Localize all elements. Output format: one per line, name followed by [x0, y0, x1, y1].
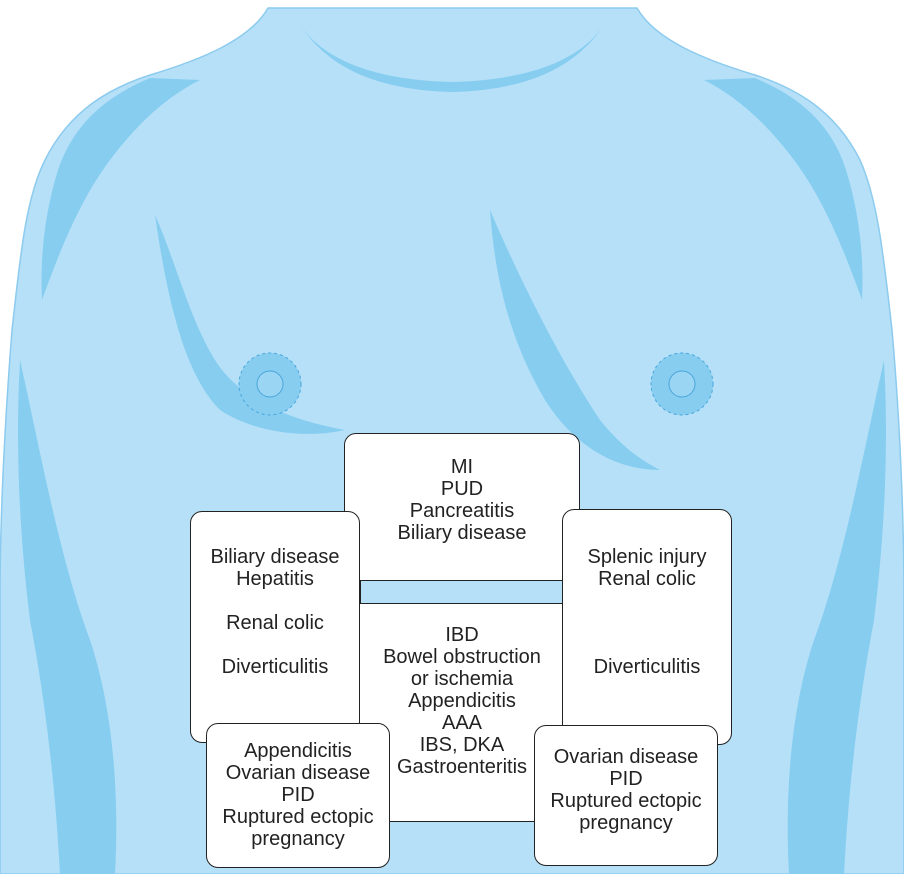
llq-line: Ovarian disease	[535, 746, 717, 768]
ruq-line: Renal colic	[191, 612, 359, 634]
luq-line: Splenic injury	[563, 546, 731, 568]
epigastric-line: Biliary disease	[345, 522, 579, 544]
left-lower-quadrant-box: Ovarian disease PID Ruptured ectopic pre…	[534, 725, 718, 866]
connector-band	[360, 581, 564, 605]
right-nipple	[257, 371, 283, 397]
umbilical-line: Appendicitis	[359, 690, 565, 712]
luq-line: Renal colic	[563, 568, 731, 590]
epigastric-line: MI	[345, 456, 579, 478]
umbilical-line: AAA	[359, 712, 565, 734]
llq-line: pregnancy	[535, 812, 717, 834]
rlq-line: pregnancy	[207, 828, 389, 850]
rlq-line: PID	[207, 784, 389, 806]
llq-line: Ruptured ectopic	[535, 790, 717, 812]
left-upper-quadrant-box: Splenic injury Renal colic Diverticuliti…	[562, 509, 732, 745]
ruq-line: Diverticulitis	[191, 656, 359, 678]
epigastric-box: MI PUD Pancreatitis Biliary disease	[344, 433, 580, 581]
left-nipple	[669, 371, 695, 397]
epigastric-line: PUD	[345, 478, 579, 500]
right-upper-quadrant-box: Biliary disease Hepatitis Renal colic Di…	[190, 511, 360, 743]
rlq-line: Appendicitis	[207, 740, 389, 762]
ruq-line: Hepatitis	[191, 568, 359, 590]
llq-line: PID	[535, 768, 717, 790]
epigastric-line: Pancreatitis	[345, 500, 579, 522]
umbilical-line: IBD	[359, 624, 565, 646]
umbilical-line: Bowel obstruction	[359, 646, 565, 668]
right-lower-quadrant-box: Appendicitis Ovarian disease PID Rupture…	[206, 723, 390, 868]
rlq-line: Ovarian disease	[207, 762, 389, 784]
ruq-line: Biliary disease	[191, 546, 359, 568]
luq-line: Diverticulitis	[563, 656, 731, 678]
umbilical-line: or ischemia	[359, 668, 565, 690]
rlq-line: Ruptured ectopic	[207, 806, 389, 828]
